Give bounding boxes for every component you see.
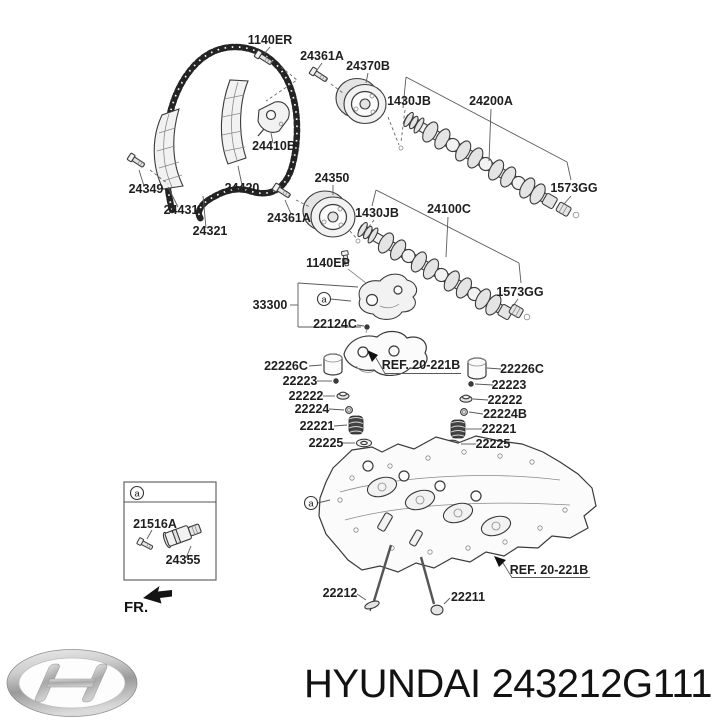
label-22222-left: 22222 bbox=[289, 389, 324, 403]
hyundai-logo-icon bbox=[6, 649, 138, 717]
label-22223-left: 22223 bbox=[283, 374, 318, 388]
bolt-24349 bbox=[126, 152, 145, 168]
tappet-22226C-right bbox=[467, 357, 487, 380]
label-33300: 33300 bbox=[253, 298, 288, 312]
chain-guide-24420 bbox=[220, 79, 249, 165]
label-1573GG-upper: 1573GG bbox=[550, 181, 597, 195]
stem-seal-22224B-right bbox=[460, 408, 468, 416]
label-24349: 24349 bbox=[129, 182, 164, 196]
label-22226C-right: 22226C bbox=[500, 362, 544, 376]
fr-arrow-icon bbox=[143, 586, 172, 604]
camshaft-24100C bbox=[357, 221, 514, 321]
chain-tensioner-24410B bbox=[257, 101, 290, 137]
label-22211: 22211 bbox=[451, 590, 485, 604]
cam-sprocket-24350 bbox=[302, 190, 356, 238]
spring-seat-22222-left bbox=[336, 391, 350, 400]
callout-a-inset: a bbox=[129, 485, 145, 501]
svg-text:a: a bbox=[321, 295, 327, 306]
ref-callout-lower bbox=[494, 556, 590, 578]
ref-arrow-icon-lower bbox=[494, 556, 506, 567]
bolt-24361A-lower bbox=[271, 182, 291, 198]
fr-label: FR. bbox=[124, 599, 148, 616]
ref-arrow-icon-upper bbox=[367, 350, 378, 362]
cam-sprocket-24370B bbox=[335, 77, 387, 125]
ocv-valve-24355 bbox=[162, 523, 202, 549]
brand-name: HYUNDAI bbox=[304, 662, 481, 706]
cylinder-head bbox=[318, 435, 597, 573]
label-24420: 24420 bbox=[225, 181, 260, 195]
retainer-lock-22223-left bbox=[333, 378, 339, 384]
label-24410B: 24410B bbox=[252, 139, 296, 153]
rocker-arm-33300 bbox=[358, 273, 418, 320]
bolt-1140ER bbox=[253, 49, 273, 65]
spring-seat-22222-right bbox=[459, 394, 473, 403]
label-22224B: 22224B bbox=[483, 407, 527, 421]
tensioner-arm-24431 bbox=[153, 108, 184, 190]
fr-direction: FR. bbox=[124, 586, 172, 616]
label-24100C: 24100C bbox=[427, 202, 471, 216]
label-22212: 22212 bbox=[323, 586, 358, 600]
label-24370B: 24370B bbox=[346, 59, 390, 73]
end-plug-1573GG-lower bbox=[508, 303, 531, 321]
label-1140ER: 1140ER bbox=[248, 33, 292, 47]
label-22224: 22224 bbox=[295, 402, 330, 416]
svg-text:a: a bbox=[308, 499, 314, 510]
valve-spring-22221-left bbox=[348, 415, 364, 435]
part-number: 243212G111 bbox=[492, 662, 712, 706]
valve-spring-22221-right bbox=[450, 419, 466, 439]
label-1430JB-lower: 1430JB bbox=[355, 206, 399, 220]
label-ref-upper: REF. 20-221B bbox=[382, 358, 461, 372]
label-24200A: 24200A bbox=[469, 94, 513, 108]
label-22221-left: 22221 bbox=[300, 419, 335, 433]
leader-lines bbox=[138, 46, 572, 605]
label-24431: 24431 bbox=[164, 203, 199, 217]
svg-text:a: a bbox=[134, 489, 140, 500]
label-22226C-left: 22226C bbox=[264, 359, 308, 373]
label-1430JB-upper: 1430JB bbox=[387, 94, 431, 108]
bracket-24100C bbox=[371, 189, 522, 284]
intake-valve-22212 bbox=[364, 544, 393, 612]
bracket-24200A bbox=[402, 76, 572, 181]
label-24350: 24350 bbox=[315, 171, 350, 185]
label-22221-right: 22221 bbox=[482, 422, 517, 436]
bracket-33300 bbox=[290, 282, 361, 328]
label-22223-right: 22223 bbox=[492, 378, 527, 392]
label-21516A: 21516A bbox=[133, 517, 177, 531]
label-24321: 24321 bbox=[193, 224, 228, 238]
stem-seal-22224-left bbox=[345, 406, 353, 414]
end-plug-1573GG-upper bbox=[555, 201, 580, 219]
callout-a-head: a bbox=[303, 495, 319, 511]
part-labels: 1140ER 24361A 24370B 1430JB 24200A 1573G… bbox=[129, 33, 598, 604]
label-1573GG-lower: 1573GG bbox=[496, 285, 543, 299]
label-ref-lower: REF. 20-221B bbox=[510, 563, 589, 577]
label-22124C: 22124C bbox=[313, 317, 357, 331]
bolt-1140EP bbox=[340, 250, 350, 267]
camshaft-24200A bbox=[403, 111, 558, 210]
bolt-21516A bbox=[136, 537, 154, 550]
tappet-22226C-left bbox=[323, 353, 343, 376]
label-24361A-lower: 24361A bbox=[267, 211, 311, 225]
label-1140EP: 1140EP bbox=[306, 256, 350, 270]
retainer-lock-22223-right bbox=[468, 381, 474, 387]
label-24361A-upper: 24361A bbox=[300, 49, 344, 63]
label-22225-left: 22225 bbox=[309, 436, 344, 450]
exhaust-valve-22211 bbox=[419, 556, 444, 616]
label-22222-right: 22222 bbox=[488, 393, 523, 407]
timing-chain-24321 bbox=[162, 43, 301, 223]
bolt-24361A-upper bbox=[308, 66, 328, 82]
label-24355: 24355 bbox=[166, 553, 201, 567]
label-22225-right: 22225 bbox=[476, 437, 511, 451]
ref-callout-upper bbox=[367, 350, 461, 374]
bearing-cap-22124C bbox=[343, 324, 428, 376]
callout-a-rocker: a bbox=[316, 291, 332, 307]
